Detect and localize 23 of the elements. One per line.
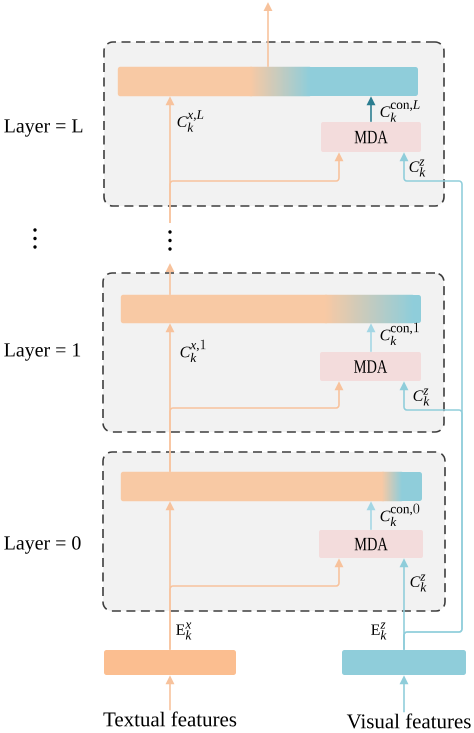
module-box: MDA [320, 352, 421, 381]
edge-label: $\mathrm{E}_k^x$ [176, 622, 192, 640]
module-box: MDA [319, 530, 423, 558]
module-box: MDA [321, 122, 421, 152]
layer-label: Layer = L [4, 119, 82, 137]
edge-label: $\mathrm{E}_k^z$ [371, 622, 387, 640]
feature-bar [120, 294, 421, 324]
layer-label: Layer = 0 [4, 536, 81, 554]
embedding-bar [104, 650, 236, 675]
edge-label: $C_k^{\mathrm{con},1}$ [380, 322, 419, 346]
layer-label: Layer = 1 [4, 343, 80, 361]
edge-label: $C_k^{\mathrm{con},L}$ [380, 100, 420, 122]
symbol-label: $C_k^z$ [410, 574, 426, 592]
feature-bar [120, 472, 422, 502]
edge-label: $C_k^z$ [410, 160, 426, 176]
edge-label: $C_k^{x,1}$ [180, 340, 206, 362]
input-label: Textual features [103, 712, 236, 726]
embedding-bar [342, 650, 466, 675]
edge-label: $C_k^{x,L}$ [178, 110, 204, 132]
input-label: Visual features [346, 713, 471, 729]
edge-label: $C_k^{\mathrm{con},0}$ [380, 504, 420, 526]
feature-bar [118, 66, 418, 96]
edge-label: $C_k^z$ [414, 388, 430, 406]
